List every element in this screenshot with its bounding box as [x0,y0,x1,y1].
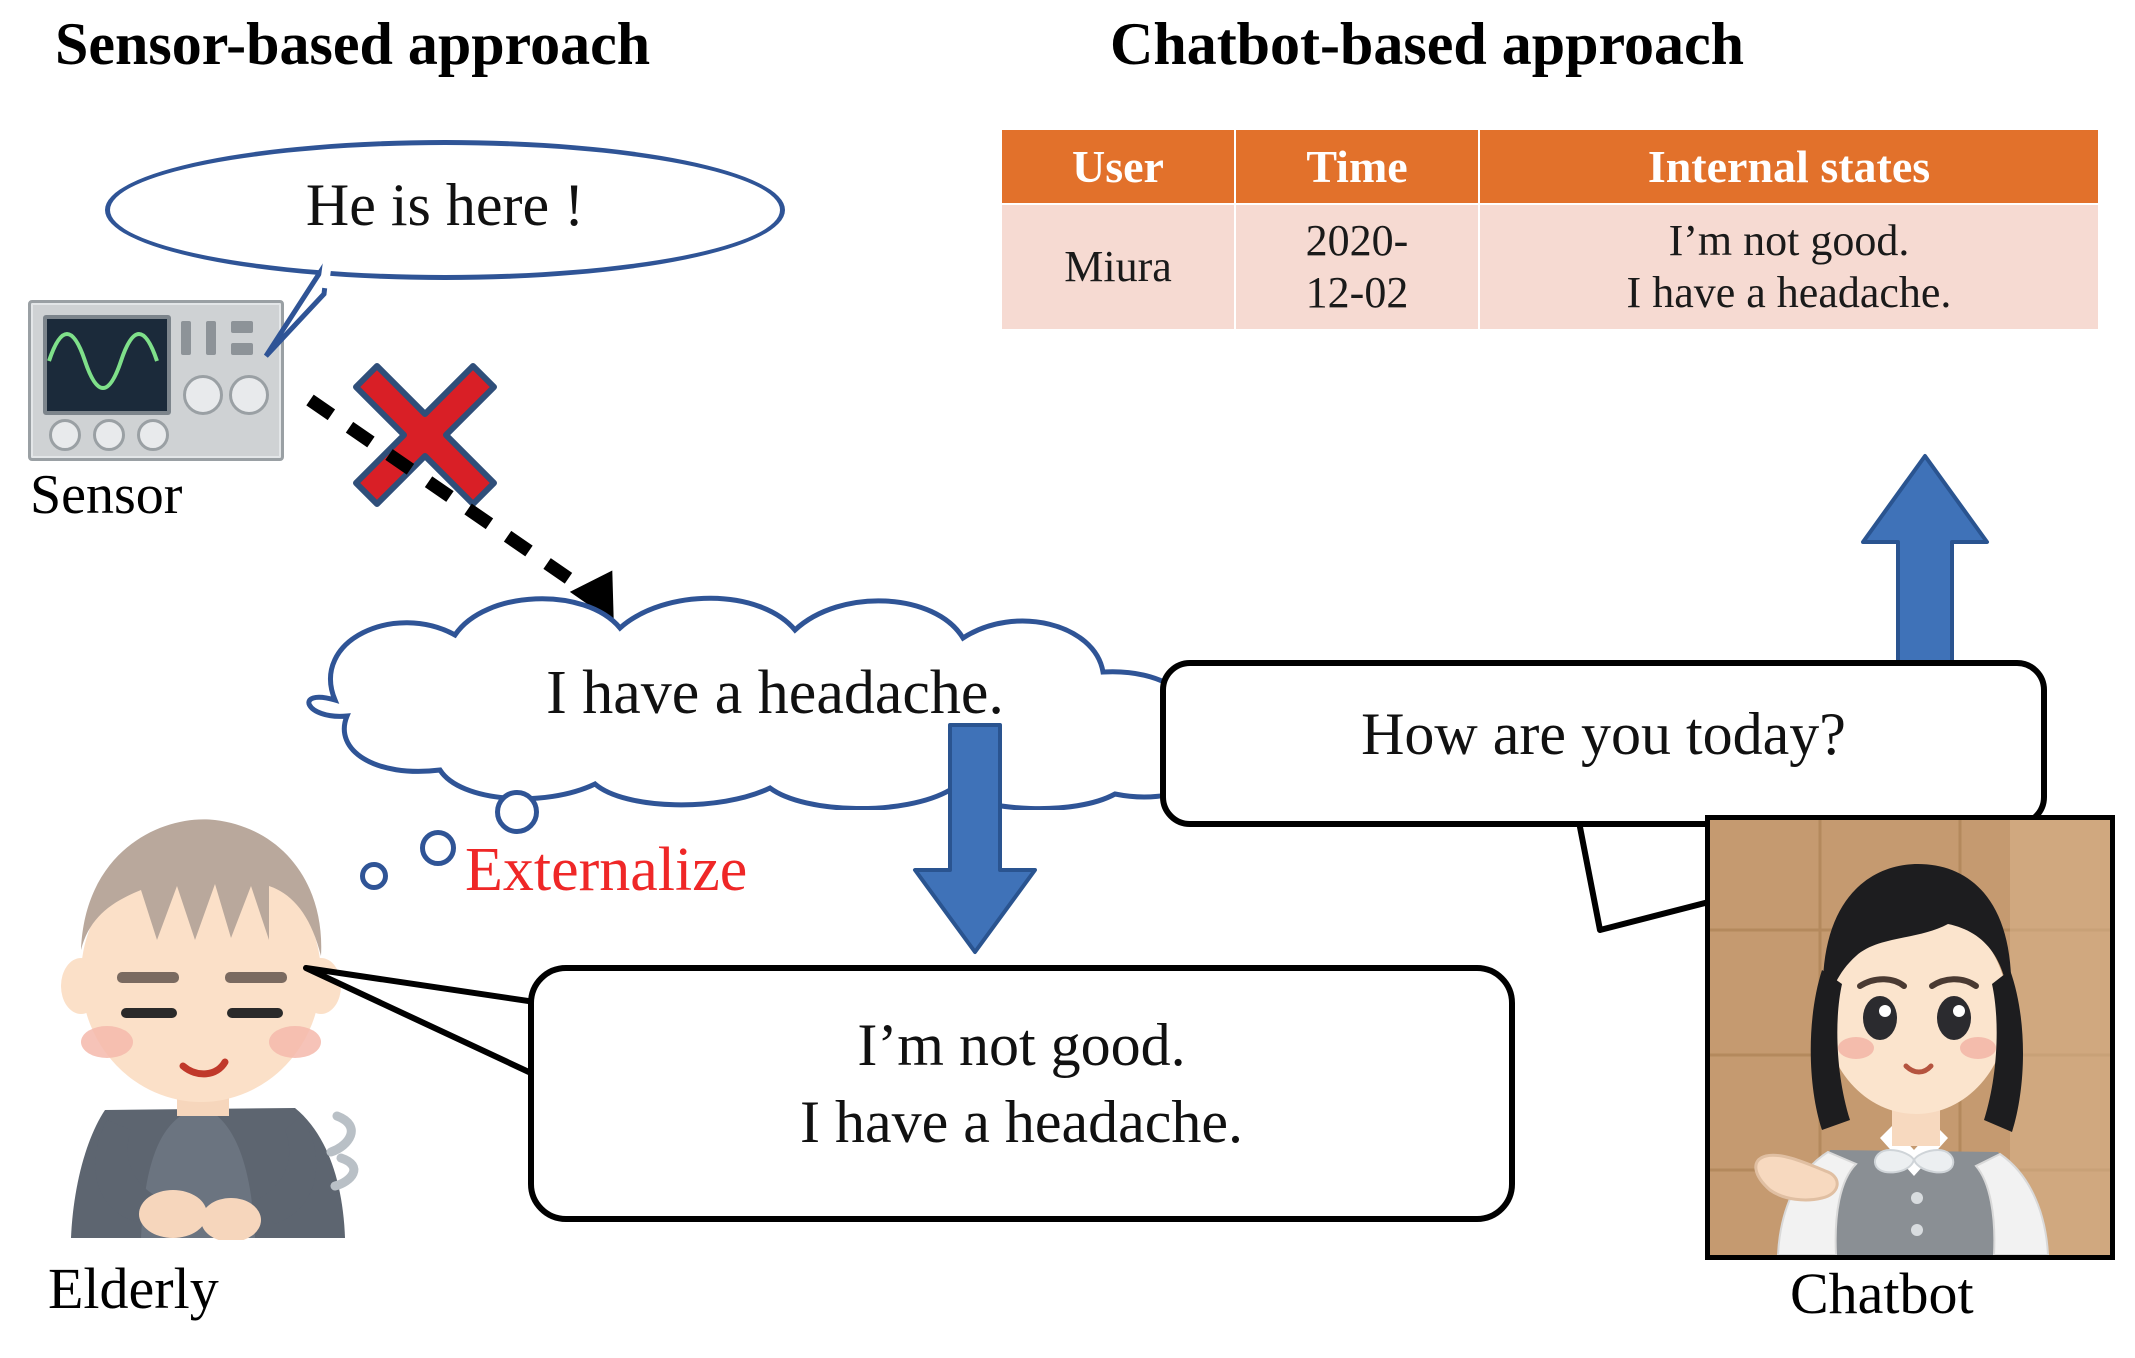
red-x-icon [353,363,497,507]
thought-bubble-dot-icon [420,830,456,866]
oscilloscope-icon [28,300,284,461]
thought-bubble-dot-icon [495,790,539,834]
sensor-label: Sensor [30,464,183,526]
table-header-internal-states: Internal states [1478,128,2100,205]
blue-arrow-down-icon [913,723,1037,954]
oscilloscope-knob-icon [137,419,169,451]
cell-user: Miura [1000,203,1236,331]
sensor-speech-text: He is here ! [305,172,585,238]
cell-time: 2020- 12-02 [1234,203,1480,331]
sensor-speech-bubble: He is here ! [105,140,785,280]
oscilloscope-screen-icon [43,315,171,415]
elderly-avatar [61,819,359,1240]
table-header-row: User Time Internal states [1000,128,2100,205]
oscilloscope-knob-icon [49,419,81,451]
oscilloscope-slot-icon [231,321,253,333]
chatbot-avatar [1705,815,2115,1260]
cell-internal-states: I’m not good. I have a headache. [1478,203,2100,331]
table-header-time: Time [1234,128,1480,205]
page-title-left: Sensor-based approach [55,11,651,77]
page-title-right: Chatbot-based approach [1110,11,1745,77]
oscilloscope-knob-icon [183,375,223,415]
dashed-arrow-icon [306,394,614,623]
chatbot-question-box: How are you today? [1160,660,2047,827]
table-header-user: User [1000,128,1236,205]
oscilloscope-knob-icon [229,375,269,415]
elderly-reply-box: I’m not good. I have a headache. [528,965,1515,1222]
table-row: Miura 2020- 12-02 I’m not good. I have a… [1000,203,2100,331]
oscilloscope-slot-icon [181,321,191,355]
speech-bubble-tail-icon [263,258,333,358]
oscilloscope-slot-icon [206,321,216,355]
chatbot-label: Chatbot [1790,1261,1974,1326]
oscilloscope-knob-icon [93,419,125,451]
elderly-reply-text: I’m not good. I have a headache. [799,1012,1244,1155]
internal-states-table: User Time Internal states Miura 2020- 12… [1000,128,2100,331]
externalize-label: Externalize [465,836,748,904]
thought-bubble-dot-icon [360,862,388,890]
oscilloscope-slot-icon [231,343,253,355]
elderly-label: Elderly [48,1256,219,1321]
chatbot-question-text: How are you today? [1361,701,1846,767]
